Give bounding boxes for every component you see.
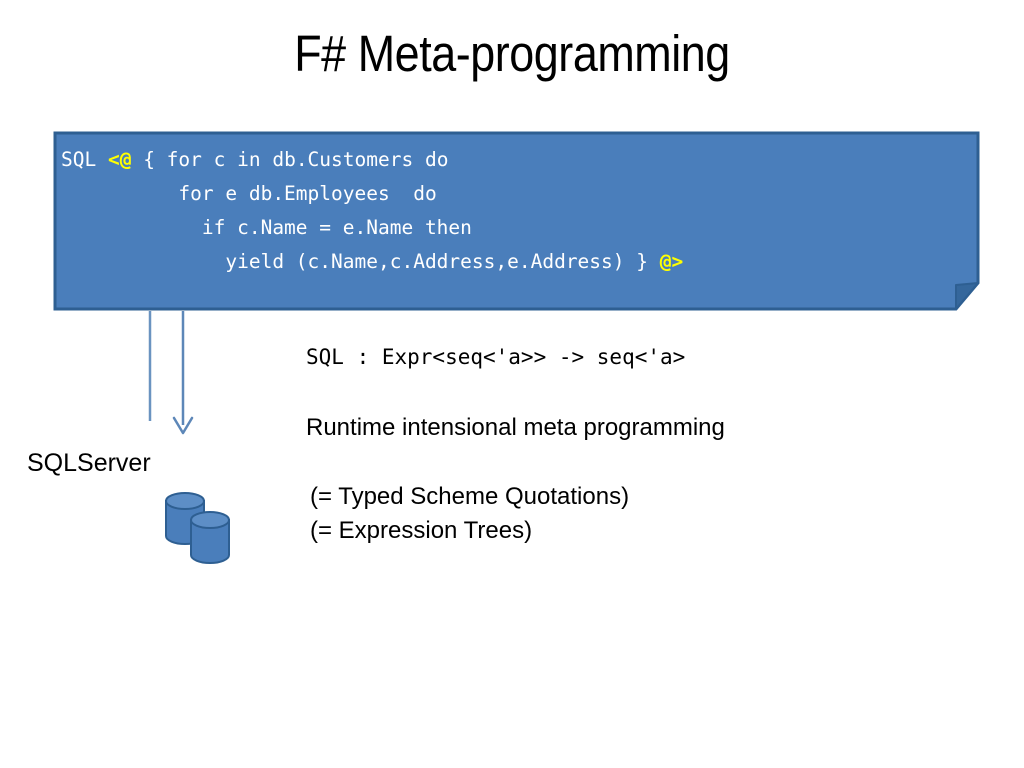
code-token: for e db.Employees do (61, 182, 437, 205)
database-cylinders-icon (165, 492, 230, 564)
code-token: yield (c.Name,c.Address,e.Address) } (61, 250, 660, 273)
runtime-description-text: Runtime intensional meta programming (306, 414, 725, 441)
type-signature-text: SQL : Expr<seq<'a>> -> seq<'a> (306, 345, 686, 369)
equivalence-note-typed-scheme-quotations: (= Typed Scheme Quotations) (310, 483, 630, 510)
code-token: SQL (61, 148, 108, 171)
connector-group (148, 311, 194, 435)
code-token: if c.Name = e.Name then (61, 216, 472, 239)
arrowhead-icon (172, 416, 194, 435)
equivalence-notes: (= Typed Scheme Quotations) (= Expressio… (310, 480, 629, 548)
code-callout-box: SQL <@ { for c in db.Customers do for e … (53, 131, 980, 311)
page-title: F# Meta-programming (294, 25, 730, 82)
callout-fold-corner (955, 282, 979, 310)
code-token: { for c in db.Customers do (131, 148, 449, 171)
callout-shape (53, 131, 980, 311)
quotation-open-token: <@ (107, 148, 132, 171)
quotation-close-token: @> (659, 250, 684, 273)
database-cylinder-front (190, 511, 230, 564)
code-text: SQL <@ { for c in db.Customers do for e … (61, 143, 976, 279)
equivalence-note-expression-trees: (= Expression Trees) (310, 517, 533, 544)
sqlserver-label: SQLServer (27, 449, 151, 477)
